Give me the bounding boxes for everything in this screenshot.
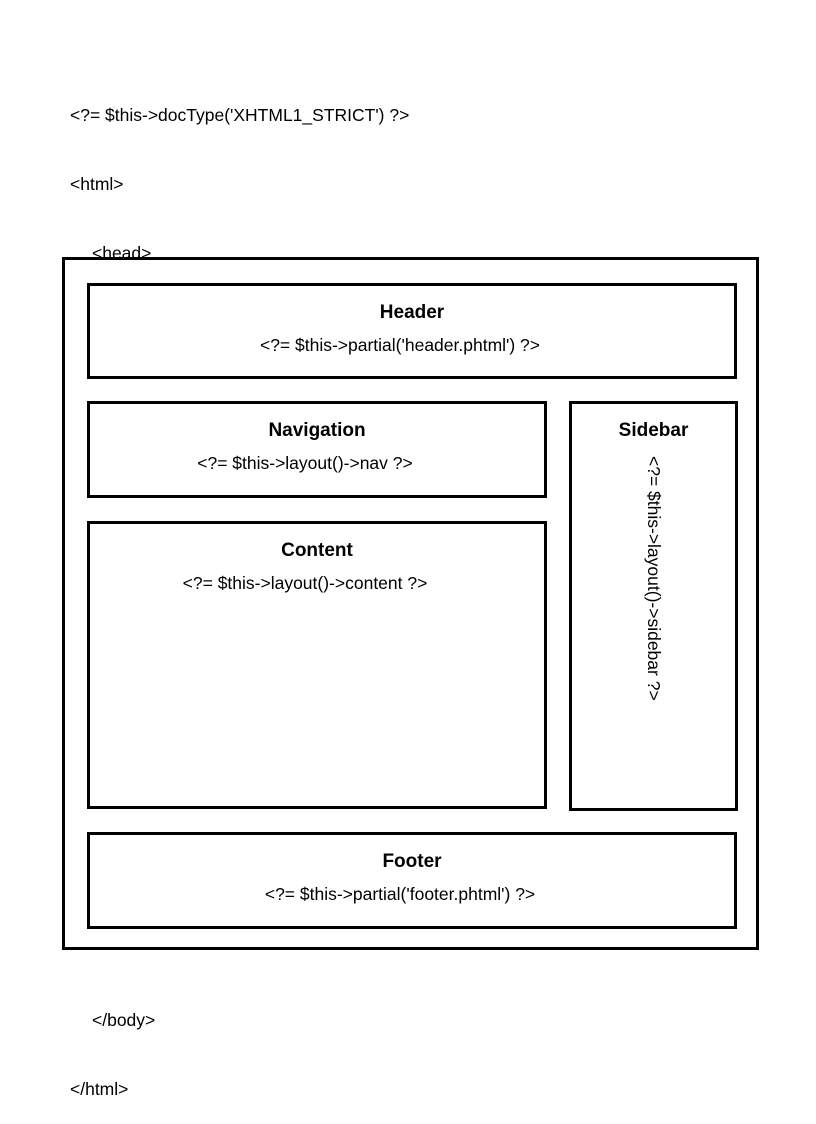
region-content-title: Content: [281, 540, 353, 561]
region-sidebar-code-wrap: <?= $this->layout()->sidebar ?>: [572, 456, 735, 806]
region-content: Content <?= $this->layout()->content ?>: [87, 521, 547, 809]
region-sidebar: Sidebar <?= $this->layout()->sidebar ?>: [569, 401, 738, 811]
region-sidebar-title: Sidebar: [618, 420, 689, 441]
region-navigation-title: Navigation: [268, 420, 366, 441]
code-line-html-close: </html>: [70, 1079, 129, 1099]
region-footer-code: <?= $this->partial('footer.phtml') ?>: [264, 884, 536, 904]
region-sidebar-code: <?= $this->layout()->sidebar ?>: [643, 456, 664, 701]
region-content-code: <?= $this->layout()->content ?>: [182, 573, 428, 593]
code-line-body-close: </body>: [92, 1010, 156, 1030]
region-footer: Footer <?= $this->partial('footer.phtml'…: [87, 832, 737, 929]
region-header-code: <?= $this->partial('header.phtml') ?>: [259, 335, 541, 355]
region-header-title: Header: [379, 302, 445, 323]
region-footer-title: Footer: [382, 851, 442, 872]
region-header: Header <?= $this->partial('header.phtml'…: [87, 283, 737, 379]
body-container-box: Header <?= $this->partial('header.phtml'…: [62, 257, 759, 950]
region-navigation: Navigation <?= $this->layout()->nav ?>: [87, 401, 547, 498]
region-navigation-code: <?= $this->layout()->nav ?>: [197, 453, 413, 473]
code-line-html-open: <html>: [70, 174, 124, 194]
code-line-doctype: <?= $this->docType('XHTML1_STRICT') ?>: [70, 105, 410, 125]
code-block-bottom: </body> </html>: [70, 963, 155, 1124]
